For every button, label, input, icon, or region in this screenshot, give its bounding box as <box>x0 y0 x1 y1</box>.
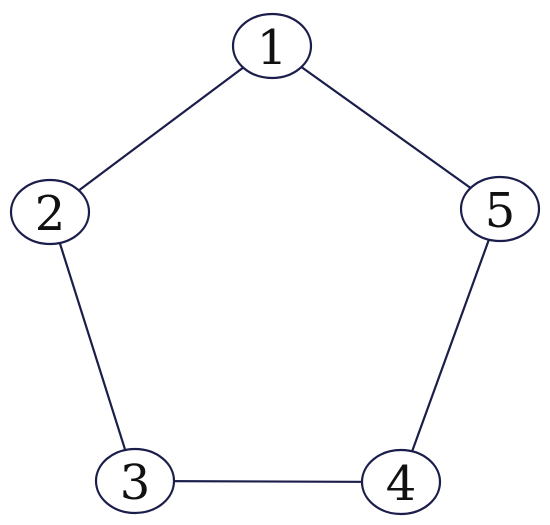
node-4: 4 <box>360 448 442 516</box>
node-label-4: 4 <box>386 456 417 512</box>
node-label-5: 5 <box>485 183 516 239</box>
nodes-layer: 1 2 3 4 5 <box>9 12 541 516</box>
node-ellipse-1 <box>231 12 313 80</box>
node-ellipse-4 <box>360 448 442 516</box>
edge-5-1 <box>270 44 502 211</box>
node-5: 5 <box>459 175 541 243</box>
node-3: 3 <box>94 447 176 515</box>
edge-1-2 <box>48 44 274 214</box>
node-ellipse-3 <box>94 447 176 515</box>
node-2: 2 <box>9 178 91 246</box>
edges-layer <box>48 44 502 484</box>
edge-3-4 <box>133 479 403 484</box>
node-1: 1 <box>231 12 313 80</box>
edge-4-5 <box>399 207 502 484</box>
node-label-1: 1 <box>257 20 288 76</box>
node-label-3: 3 <box>120 455 151 511</box>
node-ellipse-2 <box>9 178 91 246</box>
node-label-2: 2 <box>35 186 66 242</box>
node-ellipse-5 <box>459 175 541 243</box>
edge-2-3 <box>48 210 137 483</box>
